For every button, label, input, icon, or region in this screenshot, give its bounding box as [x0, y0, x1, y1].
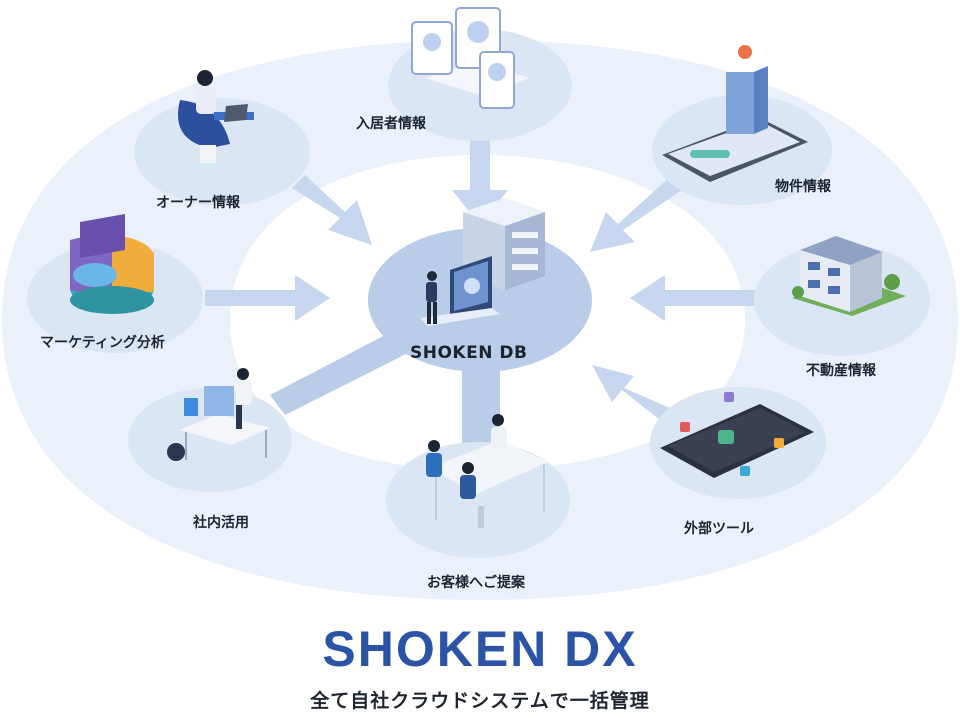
meeting-illustration [426, 414, 548, 528]
arrow-marketing [205, 275, 330, 321]
office-desk-illustration [167, 368, 270, 461]
node-label-residents: 入居者情報 [356, 116, 426, 132]
arrow-real-estate [630, 275, 755, 321]
node-circle-internal-use [128, 388, 292, 492]
property-illustration [662, 45, 808, 182]
owner-illustration [178, 70, 254, 163]
node-label-proposal: お客様へご提案 [427, 575, 525, 591]
tablet-illustration [660, 392, 814, 478]
arrow-owner [292, 175, 372, 245]
node-label-real-estate: 不動産情報 [806, 363, 876, 379]
center-label: SHOKEN DB [410, 343, 528, 363]
server-illustration [420, 198, 545, 326]
node-circle-owner [134, 98, 310, 206]
node-label-property: 物件情報 [775, 179, 831, 195]
arrow-property [590, 175, 685, 252]
node-label-marketing: マーケティング分析 [40, 335, 165, 351]
page-title: SHOKEN DX [322, 621, 638, 677]
operator-person [426, 271, 437, 324]
pie-chart-illustration [70, 214, 154, 314]
band-internal-use [270, 330, 410, 415]
node-label-external-tools: 外部ツール [684, 521, 754, 537]
page-subtitle: 全て自社クラウドシステムで一括管理 [310, 690, 650, 712]
apartment-illustration [792, 236, 906, 316]
resident-cards-illustration [411, 7, 530, 109]
arrow-external-tools [592, 365, 670, 420]
shoken-db-diagram [2, 7, 958, 600]
node-label-owner: オーナー情報 [156, 195, 240, 211]
outbound-bands [270, 330, 500, 470]
band-proposal [462, 340, 500, 470]
node-label-internal-use: 社内活用 [193, 515, 249, 531]
